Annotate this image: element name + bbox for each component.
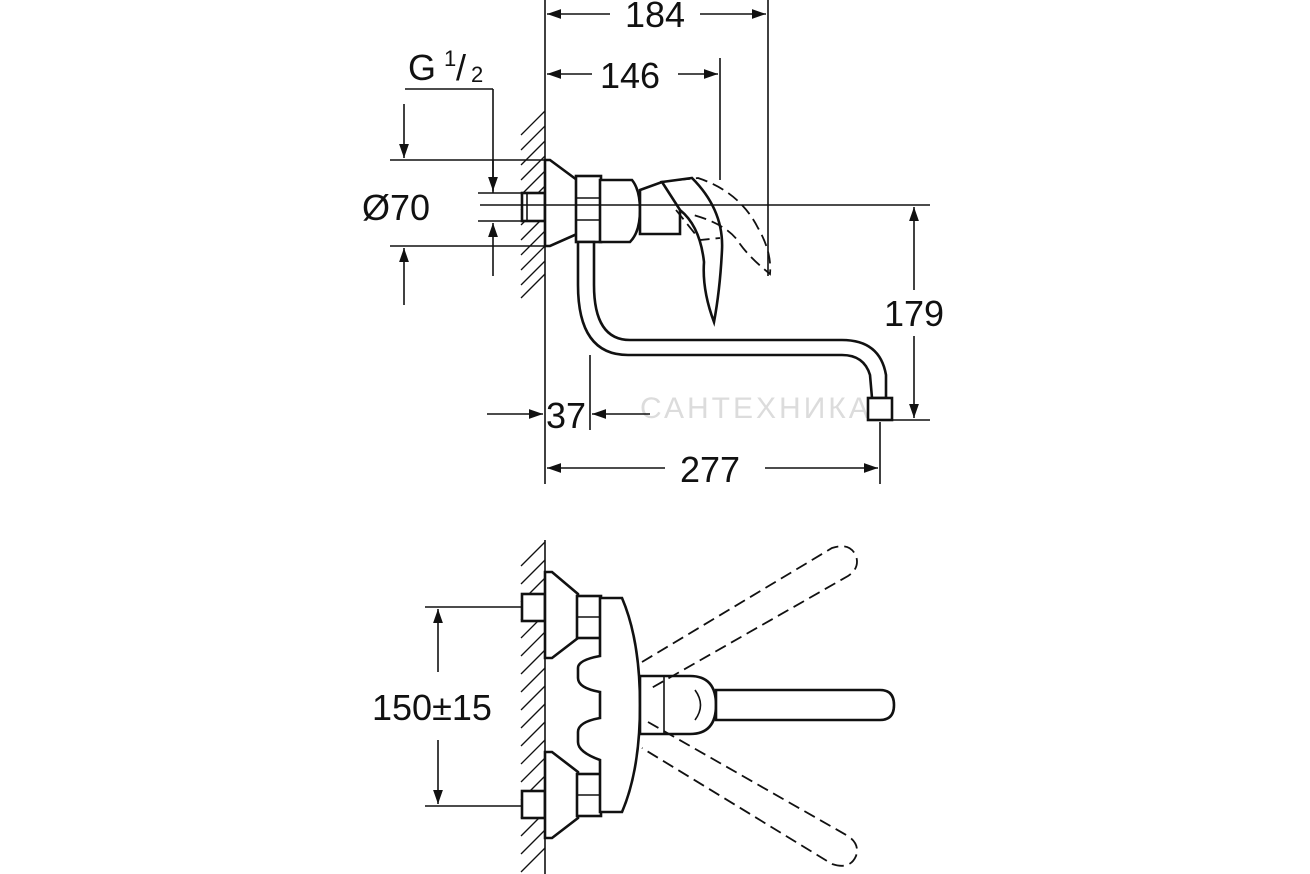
lever-handle xyxy=(659,176,724,327)
dimension-37-label: 37 xyxy=(546,395,586,436)
escutcheon xyxy=(543,158,579,248)
lever-raised-position xyxy=(677,177,772,276)
thread-fraction-slash: / xyxy=(456,47,466,88)
side-view: 184 146 G 1 / 2 Ø70 179 37 xyxy=(362,0,944,490)
lever-right-position xyxy=(641,721,858,867)
center-distance-label: 150±15 xyxy=(372,687,492,728)
wall-hatching xyxy=(520,110,546,299)
inlet-nipple-upper xyxy=(520,592,547,623)
thread-denominator: 2 xyxy=(471,62,483,87)
diameter-label: Ø70 xyxy=(362,187,430,228)
dimension-146-label: 146 xyxy=(600,55,660,96)
wall-hatching-top-view xyxy=(520,541,546,873)
inlet-nipple-lower xyxy=(520,789,547,820)
inlet-nipple xyxy=(520,191,547,223)
dimension-179-label: 179 xyxy=(884,293,944,334)
top-view: 150±15 xyxy=(372,540,896,874)
aerator xyxy=(866,396,894,422)
mixer-body xyxy=(598,178,642,244)
thread-numerator: 1 xyxy=(444,46,456,71)
spout xyxy=(576,240,888,400)
escutcheon-upper xyxy=(543,570,580,660)
dimension-184-label: 184 xyxy=(625,0,685,35)
nut xyxy=(574,174,603,244)
watermark: САНТЕХНИКА xyxy=(640,392,872,425)
dimension-277-label: 277 xyxy=(680,449,740,490)
lever-left-position xyxy=(641,545,858,691)
escutcheon-lower xyxy=(543,750,580,840)
lever-top-view xyxy=(714,688,896,722)
thread-size-label: G xyxy=(408,47,436,88)
cartridge-cap xyxy=(638,674,718,736)
